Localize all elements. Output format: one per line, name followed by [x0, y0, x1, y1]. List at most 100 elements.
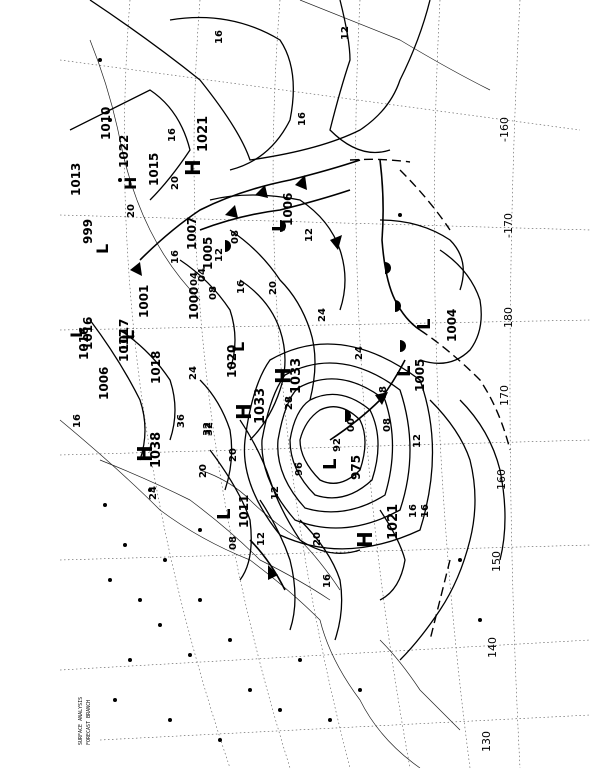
- isobar-label: 28: [284, 396, 295, 410]
- isobar-label: 12: [270, 486, 281, 500]
- header-line: FORECAST BRANCH: [86, 700, 92, 745]
- isobar-label: 16: [214, 30, 225, 44]
- pressure-value: 1033: [289, 358, 304, 394]
- pressure-value: 1015: [147, 153, 161, 186]
- pressure-value: 1038: [149, 432, 164, 468]
- low-pressure-symbol: L: [394, 366, 415, 377]
- isobar-label: 20: [126, 204, 137, 218]
- high-pressure-symbol: H: [181, 159, 205, 176]
- isobar-labels: 16 12 16 16 20 24 20 16 12 08 04 00 96 9…: [72, 26, 431, 588]
- pressure-value: 1017: [117, 319, 131, 352]
- isobar-label: 24: [148, 486, 159, 500]
- low-pressure-symbol: L: [269, 221, 290, 232]
- isobar-label: 00: [346, 418, 357, 432]
- isobar-label: 20: [228, 448, 239, 462]
- low-pressure-symbol: L: [67, 328, 86, 338]
- station-plots: [98, 58, 482, 742]
- high-pressure-symbol: H: [121, 177, 140, 190]
- isobar-label: 32: [204, 422, 215, 436]
- isobar-label: 08: [378, 386, 389, 400]
- isobar-label: 12: [214, 248, 225, 262]
- pressure-value: 1017: [117, 329, 131, 362]
- isobar-label: 12: [340, 26, 351, 40]
- graticule: [59, 0, 591, 768]
- isobar-label: 16: [170, 250, 181, 264]
- isobar-label: 20: [268, 281, 279, 295]
- pressure-value: 1006: [97, 367, 111, 400]
- isobar-label: 08: [208, 286, 219, 300]
- isobar-label: 28: [284, 396, 295, 410]
- pressure-value: 1018: [149, 351, 163, 384]
- pressure-value: 1007: [185, 217, 199, 250]
- low-pressure-symbol: L: [214, 509, 235, 520]
- isobar-label: 08: [230, 230, 241, 244]
- lon-label: 130: [480, 731, 493, 752]
- pressure-value: 1020: [225, 345, 239, 378]
- pressure-value: 1000: [187, 287, 201, 320]
- pressure-value: 1016: [77, 327, 91, 360]
- isobar-label: 08: [228, 536, 239, 550]
- high-pressure-symbol: H: [271, 367, 295, 384]
- pressure-value: 1022: [117, 135, 131, 168]
- low-pressure-symbol: L: [414, 319, 435, 330]
- isobar-label: 96: [294, 462, 305, 476]
- high-pressure-symbol: H: [232, 403, 256, 420]
- pressure-value: 1011: [237, 495, 251, 528]
- high-pressure-symbol: H: [133, 445, 157, 462]
- pressure-value: 1004: [445, 309, 459, 342]
- isobar-label: 16: [322, 574, 333, 588]
- lon-label: 170: [498, 385, 511, 406]
- pressure-value: 1013: [69, 163, 83, 196]
- low-pressure-symbol: L: [320, 459, 341, 470]
- isobar-label: 12: [304, 228, 315, 242]
- pressure-value: 1001: [137, 285, 151, 318]
- isobar-label: 04: [189, 272, 200, 286]
- header-line: SURFACE ANALYSIS: [78, 697, 84, 745]
- high-pressure-symbol: H: [353, 531, 377, 548]
- low-pressure-symbol: L: [93, 244, 112, 254]
- low-pressure-symbol: L: [229, 342, 248, 352]
- lon-label: 180: [502, 307, 515, 328]
- pressure-value: 1010: [99, 107, 113, 140]
- front-symbols: [130, 175, 406, 580]
- isobar-label: 04: [197, 268, 208, 282]
- pressure-value: 1005: [413, 359, 427, 392]
- pressure-value: 999: [81, 219, 95, 244]
- pressure-value: 1016: [81, 317, 95, 350]
- chart-header: SURFACE ANALYSIS FORECAST BRANCH: [78, 697, 92, 745]
- isobars: [69, 0, 506, 661]
- isobar-label: 20: [198, 464, 209, 478]
- isobar-label: 16: [236, 280, 247, 294]
- pressure-value: 975: [349, 455, 363, 480]
- lon-label: 150: [490, 551, 503, 572]
- isobar-label: 12: [412, 434, 423, 448]
- isobar-label: 16: [408, 504, 419, 518]
- isobar-label: 16: [167, 128, 178, 142]
- isobar-label: 20: [170, 176, 181, 190]
- isobar-label: 24: [188, 366, 199, 380]
- pressure-value: 1021: [386, 504, 401, 540]
- isobar-label: 24: [354, 346, 365, 360]
- pressure-value: 1005: [201, 237, 215, 270]
- isobar-label: 20: [312, 532, 323, 546]
- isobar-label: 12: [256, 532, 267, 546]
- pressure-value: 1006: [281, 193, 295, 226]
- isobar-label: 08: [382, 418, 393, 432]
- pressure-value: 1021: [196, 116, 211, 152]
- isobar-label: 16: [297, 112, 308, 126]
- pressure-value: 1033: [253, 388, 268, 424]
- lon-label: -170: [502, 213, 515, 238]
- isobar-label: 92: [332, 438, 343, 452]
- isobar-label: 16: [72, 414, 83, 428]
- low-pressure-symbol: L: [119, 330, 138, 340]
- lon-label: -160: [498, 117, 511, 142]
- longitude-labels: -160 -170 180 170 160 150 140 130: [480, 117, 515, 752]
- pressure-values: 1015 1013 1010 1016 1006 1017 1018 1007 …: [69, 107, 215, 400]
- isobar-label: 24: [317, 308, 328, 322]
- pressure-centers: H 1021 H 1033 H 1033 H 1038 H 1021 H 102…: [67, 116, 459, 548]
- isobar-label: 36: [176, 414, 187, 428]
- lon-label: 140: [486, 637, 499, 658]
- isobar-label: 16: [420, 504, 431, 518]
- isobar-label: 32: [202, 422, 213, 436]
